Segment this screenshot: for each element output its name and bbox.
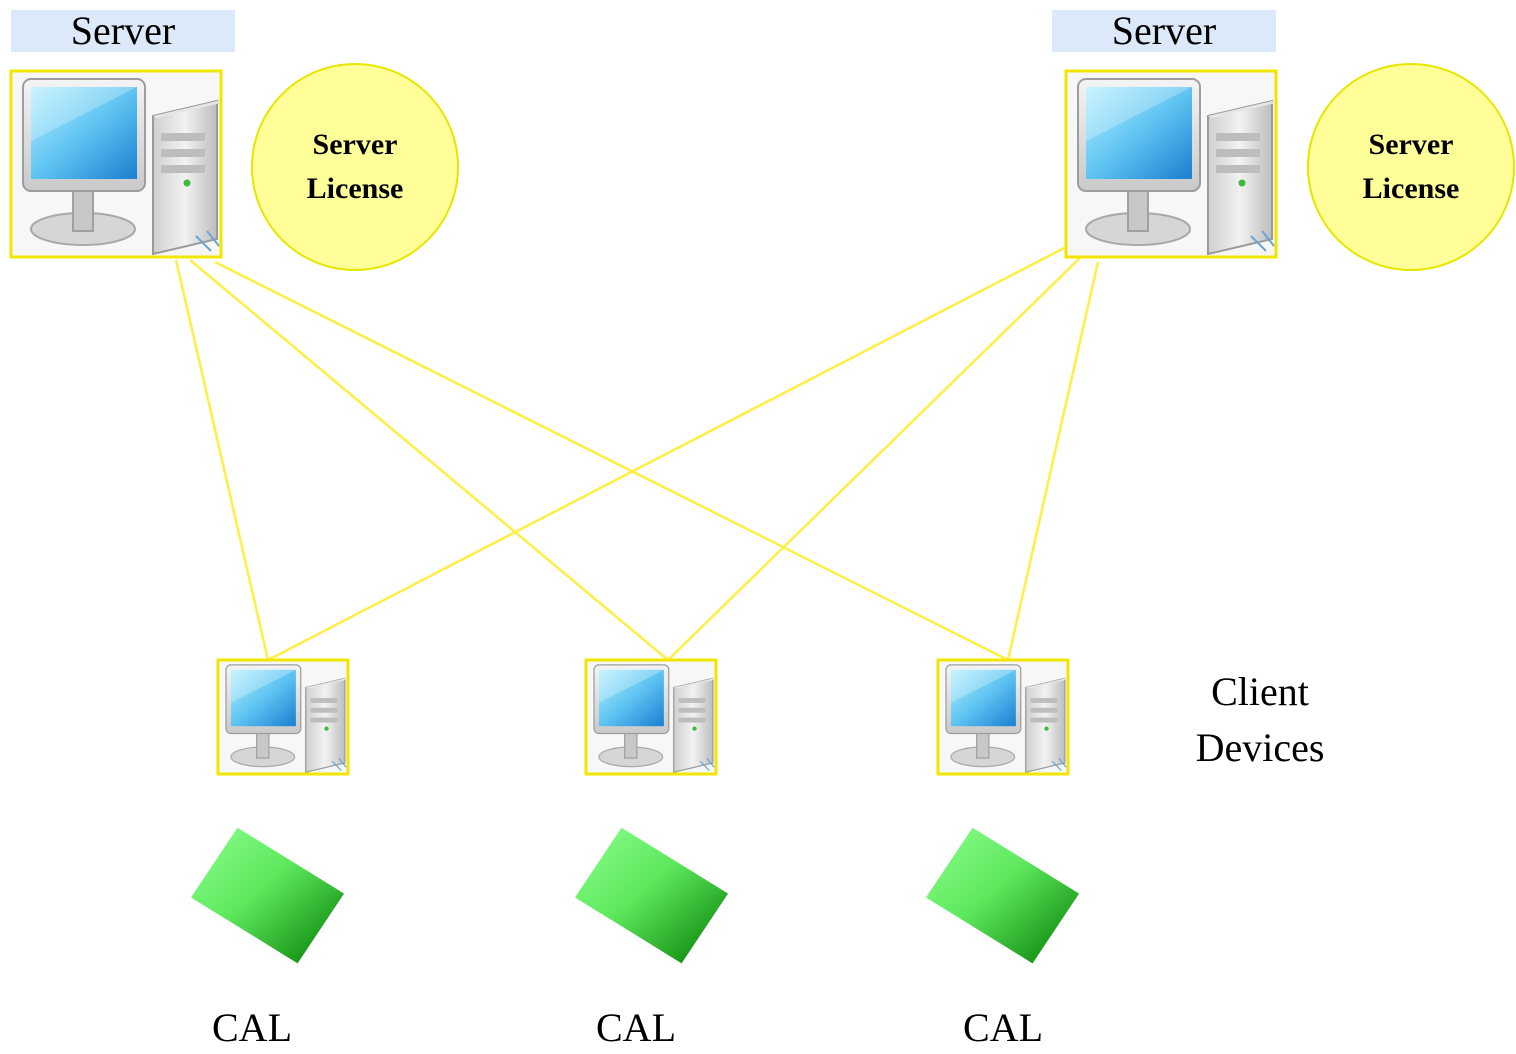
client-frame (584, 658, 718, 776)
connector-line-3 (214, 260, 1009, 662)
connector-line-4 (267, 244, 1069, 662)
license-card-icon (191, 827, 345, 964)
client-frame (936, 658, 1070, 776)
server-license-right: Server License (1307, 63, 1515, 271)
computer-icon (1066, 71, 1276, 257)
client-devices-line2: Devices (1195, 725, 1325, 770)
connector-line-6 (1006, 261, 1100, 661)
connector-line-5 (667, 254, 1084, 661)
client-device-3 (936, 658, 1070, 776)
cal-label-1: CAL (212, 1005, 292, 1050)
computer-icon (11, 71, 221, 257)
server-frame (9, 69, 223, 259)
cal-label-3: CAL (963, 1005, 1043, 1050)
license-card-icon (575, 827, 729, 964)
computer-icon (938, 660, 1068, 774)
client-devices-label: Client Devices (1160, 664, 1360, 776)
server-right (1064, 69, 1278, 259)
cal-label-2: CAL (596, 1005, 676, 1050)
server-label-right: Server (1052, 10, 1276, 52)
client-device-2 (584, 658, 718, 776)
server-left (9, 69, 223, 259)
server-license-left: Server License (251, 63, 459, 271)
license-line2: License (306, 172, 404, 205)
server-label-left: Server (11, 10, 235, 52)
connector-lines (174, 244, 1100, 662)
license-line1: Server (1368, 128, 1454, 161)
license-line1: Server (312, 128, 398, 161)
computer-icon (218, 660, 348, 774)
license-card-icon (926, 827, 1080, 964)
license-line2: License (1362, 172, 1460, 205)
connector-line-2 (189, 259, 669, 661)
server-frame (1064, 69, 1278, 259)
client-device-1 (216, 658, 350, 776)
client-devices-line1: Client (1211, 669, 1309, 714)
computer-icon (586, 660, 716, 774)
connector-line-1 (174, 259, 270, 661)
client-frame (216, 658, 350, 776)
